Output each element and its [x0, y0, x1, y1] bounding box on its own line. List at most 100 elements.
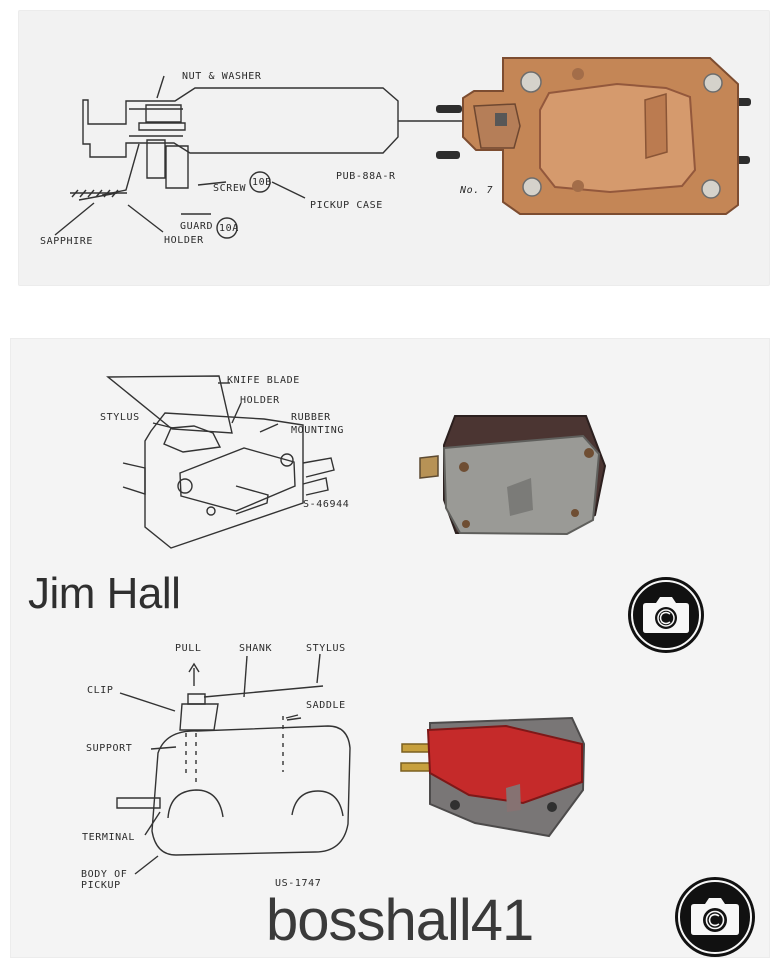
- label-stylus-middle: STYLUS: [100, 412, 140, 423]
- middle-left-cap: [122, 462, 146, 495]
- bottom-left-foot: [167, 789, 224, 819]
- middle-screw-1: [177, 478, 193, 494]
- middle-screw-3: [206, 506, 216, 516]
- copyright-circle-icon: [657, 609, 675, 627]
- copyright-c-icon: [659, 611, 671, 625]
- red-cartridge: [400, 716, 586, 838]
- holder-body: [146, 139, 166, 179]
- gray-cartridge-screw-3: [462, 520, 470, 528]
- bottom-photo-card: [10, 338, 770, 958]
- bottom-right-foot: [291, 790, 344, 817]
- gray-cartridge-pins: [419, 455, 439, 479]
- guard-circle: [216, 217, 238, 239]
- label-body-line1: BODY OF: [81, 869, 127, 880]
- label-bottom-small-code: US-1747: [275, 878, 321, 889]
- middle-holder-shape: [163, 425, 222, 453]
- copper-cartridge-hole-2: [572, 180, 584, 192]
- middle-diagram-text: KNIFE BLADE HOLDER STYLUS RUBBER MOUNTIN…: [100, 375, 349, 510]
- copper-cartridge-raised-bar: [644, 93, 668, 159]
- knife-blade-outline: [106, 375, 233, 434]
- label-holder-middle: HOLDER: [240, 395, 280, 406]
- gray-cartridge-screw-1: [459, 462, 469, 472]
- copper-cartridge-top-plate: [539, 82, 697, 194]
- bottom-shank-line: [203, 685, 324, 698]
- middle-diagram: [106, 375, 335, 549]
- holder-leader-middle: [231, 402, 242, 424]
- label-screw: SCREW: [213, 183, 246, 194]
- label-sapphire: SAPPHIRE: [40, 236, 93, 247]
- label-terminal: TERMINAL: [82, 832, 135, 843]
- top-diagram-text: NUT & WASHER SCREW 10B PICKUP CASE GUARD…: [40, 71, 493, 247]
- copyright-circle-icon: [705, 910, 725, 930]
- top-diagram: [54, 75, 467, 239]
- sapphire-leader: [54, 202, 95, 236]
- nut-washer-leader: [156, 75, 165, 99]
- red-cartridge-screw-2: [547, 802, 557, 812]
- copper-cartridge-screw-2: [703, 73, 723, 93]
- bottom-saddle-top: [286, 717, 302, 721]
- screw-circle: [249, 171, 271, 193]
- gray-cartridge-screw-2: [584, 448, 594, 458]
- copper-cartridge-front-clip: [495, 113, 507, 126]
- pickup-case-leader: [271, 181, 306, 199]
- label-saddle: SADDLE: [306, 700, 346, 711]
- copper-cartridge-screw-4: [701, 179, 721, 199]
- copper-cartridge-pin-1: [436, 105, 462, 113]
- label-holder: HOLDER: [164, 235, 204, 246]
- label-guard: GUARD: [180, 221, 213, 232]
- bottom-stylus-leader: [316, 653, 321, 684]
- red-cartridge-screw-1: [450, 800, 460, 810]
- bottom-body-leader: [134, 855, 159, 875]
- bottom-terminal: [116, 797, 161, 809]
- label-screw-ref: 10B: [252, 177, 272, 188]
- copper-cartridge: [436, 57, 751, 215]
- sapphire-line: [101, 143, 140, 196]
- pickup-case-outline: [82, 87, 399, 158]
- gray-cartridge: [419, 415, 607, 536]
- bottom-diagram-text: PULL SHANK STYLUS CLIP SADDLE SUPPORT TE…: [81, 643, 346, 891]
- copper-cartridge-pin-2: [436, 151, 460, 159]
- bottom-pull-arrow: [188, 662, 200, 673]
- camera-copyright-icon: [675, 877, 755, 957]
- washer-band: [138, 122, 186, 131]
- rubber-leader: [259, 423, 279, 433]
- middle-screw-2: [280, 453, 294, 467]
- gray-cartridge-slot: [507, 478, 533, 516]
- bottom-support-leader: [150, 746, 177, 750]
- middle-mounting-plate: [179, 447, 296, 512]
- bottom-saddle-leader: [285, 714, 299, 719]
- copper-cartridge-screw-1: [520, 71, 542, 93]
- bottom-terminal-leader: [144, 811, 161, 836]
- red-cartridge-red-body: [426, 724, 583, 805]
- bottom-pickup-body: [151, 725, 351, 856]
- bottom-diagram: [116, 653, 351, 875]
- label-pickup-case: PICKUP CASE: [310, 200, 383, 211]
- watermark-primary: Jim Hall: [28, 569, 181, 618]
- sapphire-hatching: [71, 189, 119, 198]
- copyright-c-icon: [708, 913, 720, 927]
- screw-leader: [197, 181, 227, 186]
- bottom-clip-leader: [119, 692, 176, 712]
- bottom-shank-leader: [243, 655, 248, 698]
- label-mounting: MOUNTING: [291, 425, 344, 436]
- label-shank: SHANK: [239, 643, 272, 654]
- label-knife-blade: KNIFE BLADE: [227, 375, 300, 386]
- label-body-line2: PICKUP: [81, 880, 121, 891]
- label-pull: PULL: [175, 643, 201, 654]
- label-nut-washer: NUT & WASHER: [182, 71, 262, 82]
- middle-terminal-2: [302, 477, 329, 496]
- label-support: SUPPORT: [86, 743, 132, 754]
- camera-copyright-icon: [628, 577, 704, 653]
- middle-slot: [235, 485, 269, 515]
- gray-cartridge-screw-4: [571, 509, 579, 517]
- copper-cartridge-screw-3: [522, 177, 542, 197]
- label-rubber: RUBBER: [291, 412, 331, 423]
- guard-body: [165, 145, 189, 189]
- bottom-clip-block: [187, 693, 206, 705]
- model-number-text: No. 7: [459, 185, 493, 196]
- stylus-leader-middle: [152, 422, 174, 429]
- label-stylus-bottom: STYLUS: [306, 643, 346, 654]
- middle-terminal-1: [302, 457, 335, 478]
- copper-cartridge-hole-1: [572, 68, 584, 80]
